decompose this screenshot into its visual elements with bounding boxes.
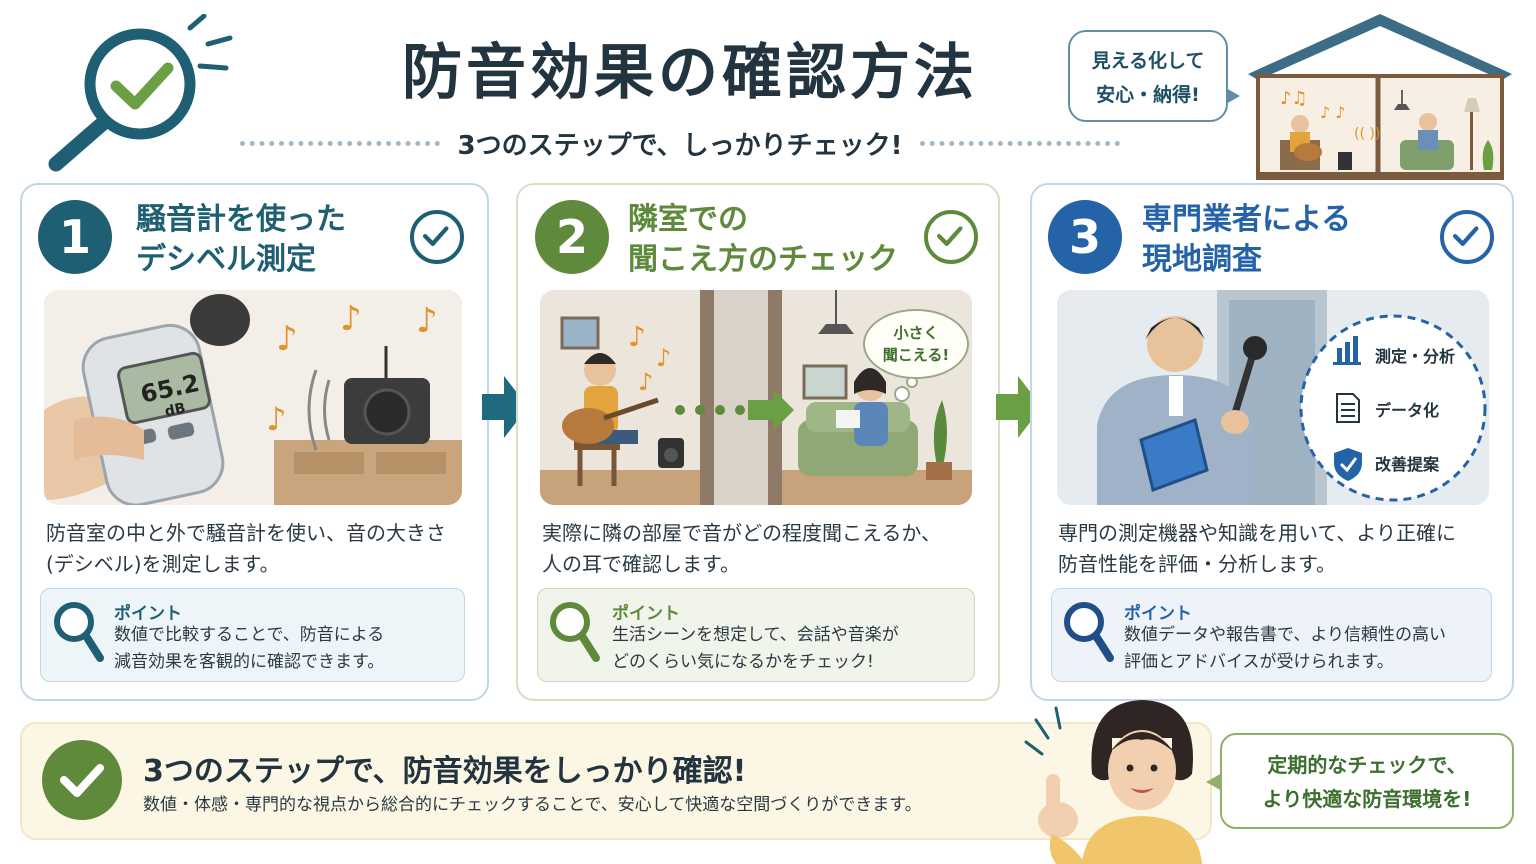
step-3-point-line-1: 数値データや報告書で、より信頼性の高い xyxy=(1124,625,1446,645)
step-1-number: 1 xyxy=(38,200,112,274)
svg-text:♪♫: ♪♫ xyxy=(1280,88,1308,109)
step-1-title: 騒音計を使った デシベル測定 xyxy=(136,200,346,280)
bottom-speech-bubble: 定期的なチェックで、 より快適な防音環境を! xyxy=(1206,733,1514,829)
svg-text:♪: ♪ xyxy=(276,319,298,359)
svg-text:♪: ♪ xyxy=(656,344,671,372)
svg-text:♪: ♪ xyxy=(266,400,286,438)
step-2-point-label: ポイント xyxy=(612,604,680,624)
top-speech-bubble: 見える化して 安心・納得! xyxy=(1068,30,1240,122)
dotted-divider-right xyxy=(920,140,1121,146)
step-1-point-box xyxy=(40,588,465,682)
step-2-illustration: ♪ ♪ ♪ 小さく 聞こえる! xyxy=(540,290,972,505)
step-3-search-icon xyxy=(1064,602,1114,662)
step-2-title-line-1: 隣室での xyxy=(628,202,748,237)
bottom-speech-line-2: より快適な防音環境を! xyxy=(1262,787,1472,811)
bottom-speech-line-1: 定期的なチェックで、 xyxy=(1267,753,1467,777)
svg-text:(( )): (( )) xyxy=(1354,126,1380,142)
step-3-point-label: ポイント xyxy=(1124,604,1192,624)
step-3-number: 3 xyxy=(1048,200,1122,274)
meter-unit: dB xyxy=(163,400,187,420)
summary-title: 3つのステップで、防音効果をしっかり確認! xyxy=(143,754,747,789)
step-1-illustration: ♪ ♪ ♪ ♪ 65.2 dB xyxy=(44,290,462,505)
step-1-point-line-2: 減音効果を客観的に確認できます。 xyxy=(114,652,385,672)
step-1-point-label: ポイント xyxy=(114,604,182,624)
step-2-number: 2 xyxy=(535,200,609,274)
step-3-description: 専門の測定機器や知識を用いて、より正確に 防音性能を評価・分析します。 xyxy=(1058,518,1498,580)
step-3-title: 専門業者による 現地調査 xyxy=(1142,200,1351,280)
svg-text:♪: ♪ xyxy=(416,301,438,341)
arrow-right-icon-1 xyxy=(482,376,528,438)
neighbor-room-scene: ♪ ♪ ♪ 小さく 聞こえる! xyxy=(540,290,972,505)
step-3-title-line-2: 現地調査 xyxy=(1142,242,1262,277)
house-illustration: ♪♫ ♪ ♪ (( )) xyxy=(1248,14,1512,180)
magnifier-check-icon xyxy=(48,14,233,172)
step-2-point-box xyxy=(537,588,975,682)
bubble-line-2: 聞こえる! xyxy=(883,346,949,364)
circle-item-3: 改善提案 xyxy=(1375,455,1440,474)
step-2-point-text: 生活シーンを想定して、会話や音楽が どのくらい気になるかをチェック! xyxy=(612,622,899,676)
step-2-point-line-1: 生活シーンを想定して、会話や音楽が xyxy=(612,625,899,645)
summary-bar xyxy=(20,722,1212,840)
step-1-description: 防音室の中と外で騒音計を使い、音の大きさ (デシベル)を測定します。 xyxy=(46,518,476,580)
step-2-description: 実際に隣の部屋で音がどの程度聞こえるか、 人の耳で確認します。 xyxy=(542,518,982,580)
step-3-check-icon xyxy=(1440,210,1494,264)
svg-text:♪ ♪: ♪ ♪ xyxy=(1320,103,1346,122)
step-1-search-icon xyxy=(54,602,104,662)
page-title: 防音効果の確認方法 xyxy=(402,38,978,108)
svg-text:♪: ♪ xyxy=(638,368,653,396)
top-speech-line-2: 安心・納得! xyxy=(1096,84,1200,106)
sound-meter-scene: ♪ ♪ ♪ ♪ 65.2 dB xyxy=(44,290,462,505)
svg-text:♪: ♪ xyxy=(628,320,646,353)
step-3-point-box xyxy=(1051,588,1492,682)
step-2-point-line-2: どのくらい気になるかをチェック! xyxy=(612,652,874,672)
step-2-title-line-2: 聞こえ方のチェック xyxy=(628,242,898,277)
step-3-desc-line-1: 専門の測定機器や知識を用いて、より正確に xyxy=(1058,521,1456,545)
step-1-title-line-2: デシベル測定 xyxy=(136,242,316,277)
step-3-point-line-2: 評価とアドバイスが受けられます。 xyxy=(1124,652,1394,672)
step-1-point-line-1: 数値で比較することで、防音による xyxy=(114,625,385,645)
dotted-divider-left xyxy=(240,140,440,146)
bubble-line-1: 小さく xyxy=(893,324,938,342)
step-1-desc-line-1: 防音室の中と外で騒音計を使い、音の大きさ xyxy=(46,521,446,545)
step-3-point-text: 数値データや報告書で、より信頼性の高い 評価とアドバイスが受けられます。 xyxy=(1124,622,1446,676)
step-3-title-line-1: 専門業者による xyxy=(1142,202,1352,237)
step-1-desc-line-2: (デシベル)を測定します。 xyxy=(46,552,280,576)
circle-item-1: 測定・分析 xyxy=(1375,347,1455,366)
step-2-search-icon xyxy=(550,602,600,662)
step-3-desc-line-2: 防音性能を評価・分析します。 xyxy=(1058,552,1336,576)
step-2-check-icon xyxy=(924,210,978,264)
top-speech-line-1: 見える化して xyxy=(1091,50,1205,72)
summary-check-icon xyxy=(42,740,122,820)
step-1-check-icon xyxy=(410,210,464,264)
summary-text: 数値・体感・専門的な視点から総合的にチェックすることで、安心して快適な空間づくり… xyxy=(143,795,922,815)
woman-pointing-illustration xyxy=(1024,700,1202,864)
step-2-desc-line-1: 実際に隣の部屋で音がどの程度聞こえるか、 xyxy=(542,521,941,545)
subtitle-row: 3つのステップで、しっかりチェック! xyxy=(240,126,1121,161)
page-subtitle: 3つのステップで、しっかりチェック! xyxy=(457,130,903,161)
step-3-illustration: 測定・分析 データ化 改善提案 xyxy=(1057,290,1489,505)
svg-text:♪: ♪ xyxy=(340,299,362,339)
step-1-point-text: 数値で比較することで、防音による 減音効果を客観的に確認できます。 xyxy=(114,622,384,676)
step-2-title: 隣室での 聞こえ方のチェック xyxy=(628,200,898,280)
step-1-title-line-1: 騒音計を使った xyxy=(136,202,346,237)
step-2-desc-line-2: 人の耳で確認します。 xyxy=(542,552,740,576)
inspector-scene: 測定・分析 データ化 改善提案 xyxy=(1057,290,1489,505)
arrow-right-icon-2 xyxy=(996,376,1042,438)
circle-item-2: データ化 xyxy=(1375,401,1439,420)
